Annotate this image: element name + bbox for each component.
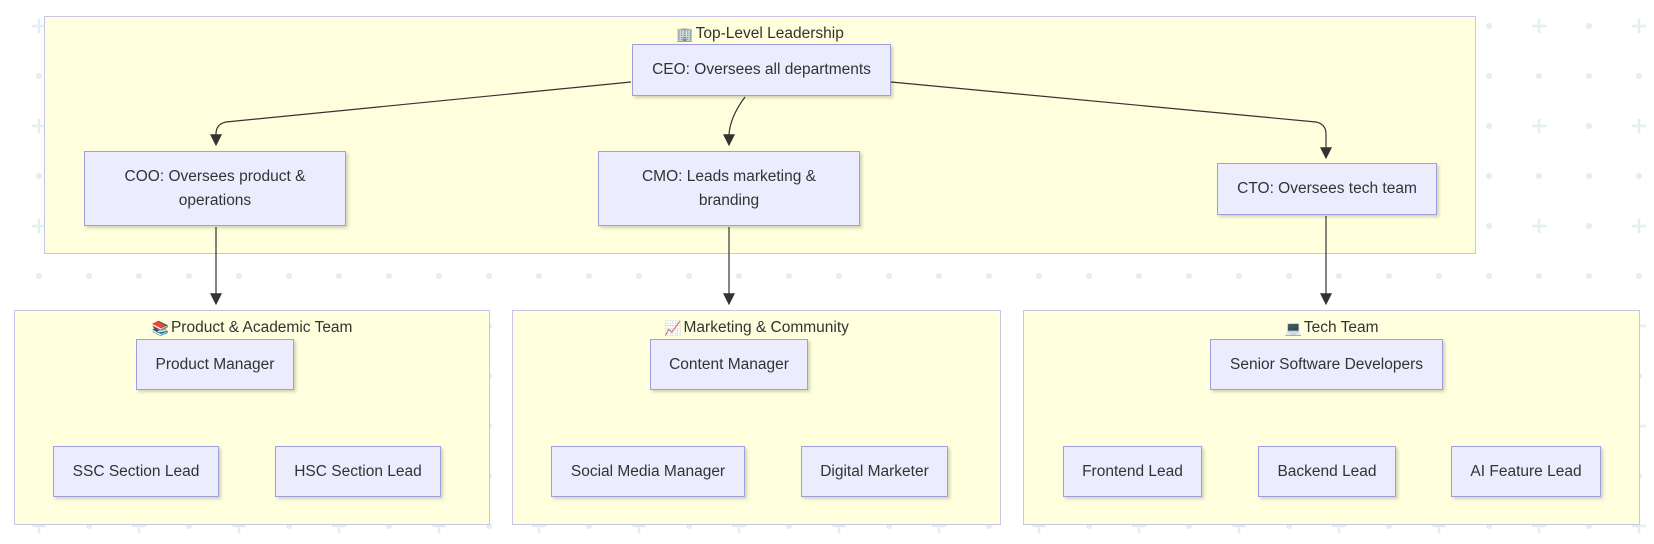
node-digital-marketer[interactable]: Digital Marketer [801, 446, 948, 497]
node-coo[interactable]: COO: Oversees product & operations [84, 151, 346, 226]
node-content-manager[interactable]: Content Manager [650, 339, 808, 390]
chart-increasing-icon: 📈 [664, 320, 682, 336]
node-cmo[interactable]: CMO: Leads marketing & branding [598, 151, 860, 226]
node-social-media-manager[interactable]: Social Media Manager [551, 446, 745, 497]
node-ceo[interactable]: CEO: Oversees all departments [632, 44, 891, 96]
node-ai-feature-lead[interactable]: AI Feature Lead [1451, 446, 1601, 497]
node-senior-software-developers[interactable]: Senior Software Developers [1210, 339, 1443, 390]
node-product-manager[interactable]: Product Manager [136, 339, 294, 390]
group-title-tech: 💻Tech Team [1284, 319, 1379, 336]
node-frontend-lead[interactable]: Frontend Lead [1063, 446, 1202, 497]
office-building-icon: 🏢 [676, 26, 694, 42]
node-ssc-section-lead[interactable]: SSC Section Lead [53, 446, 219, 497]
node-cto[interactable]: CTO: Oversees tech team [1217, 163, 1437, 215]
group-title-product: 📚Product & Academic Team [151, 319, 353, 336]
node-backend-lead[interactable]: Backend Lead [1258, 446, 1396, 497]
group-title-marketing: 📈Marketing & Community [664, 319, 849, 336]
laptop-icon: 💻 [1284, 320, 1302, 336]
node-hsc-section-lead[interactable]: HSC Section Lead [275, 446, 441, 497]
group-title-leadership: 🏢Top-Level Leadership [676, 25, 844, 42]
books-icon: 📚 [151, 320, 169, 336]
